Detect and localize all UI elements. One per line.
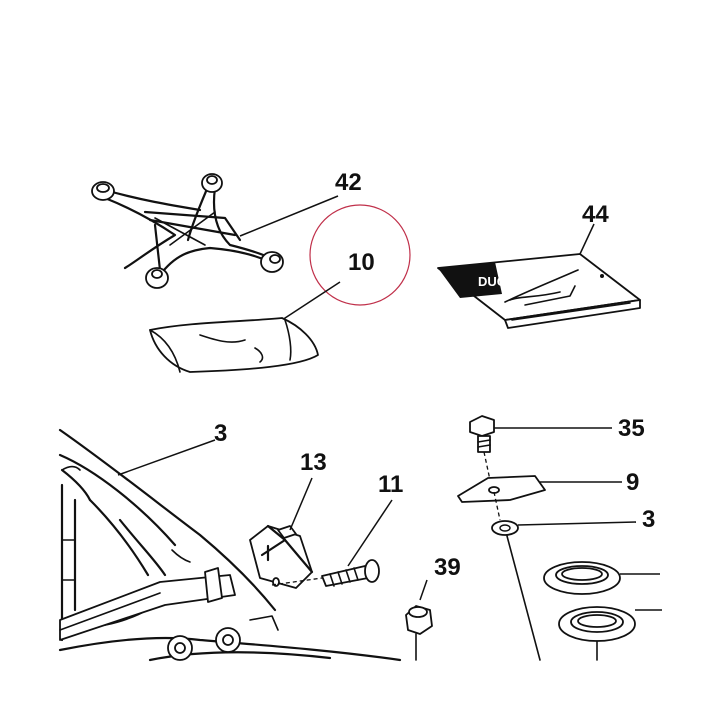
part-10-cloth — [149, 317, 319, 373]
axis-line-11 — [271, 577, 323, 586]
part-3-washer — [491, 520, 519, 536]
part-3-frame — [58, 428, 402, 662]
callout-3-washer: 3 — [642, 506, 655, 533]
part-11-screw — [321, 559, 380, 587]
axis-line-washer — [506, 535, 541, 661]
leader-44 — [579, 223, 595, 255]
part-39-nut — [405, 605, 433, 661]
axis-line-9 — [493, 491, 501, 521]
leader-42 — [239, 195, 339, 237]
leader-11 — [347, 499, 393, 567]
callout-11: 11 — [378, 471, 403, 498]
callout-10: 10 — [348, 249, 375, 276]
leader-3-washer — [517, 521, 637, 526]
part-44-manual: DUCATI — [437, 253, 641, 329]
seal-ring-upper — [543, 561, 621, 595]
axis-line-35 — [483, 451, 491, 481]
manual-cover-title: DUCATI — [478, 274, 526, 289]
callout-9: 9 — [626, 469, 639, 496]
leader-39 — [419, 579, 428, 601]
seal-ring-lower — [558, 606, 636, 661]
highlight-circle — [309, 204, 411, 306]
callout-39: 39 — [434, 554, 461, 581]
part-13-clamp-block — [249, 524, 314, 589]
callout-3-frame: 3 — [214, 420, 227, 447]
callout-35: 35 — [618, 415, 645, 442]
part-35-bolt — [469, 415, 495, 453]
leader-13 — [289, 477, 313, 531]
callout-44: 44 — [582, 201, 609, 228]
callout-42: 42 — [335, 169, 362, 196]
leader-3-frame — [117, 439, 216, 476]
part-9-plate — [457, 475, 546, 503]
callout-13: 13 — [300, 449, 327, 476]
part-42-spider-strap — [91, 173, 284, 289]
leader-10 — [281, 281, 341, 321]
